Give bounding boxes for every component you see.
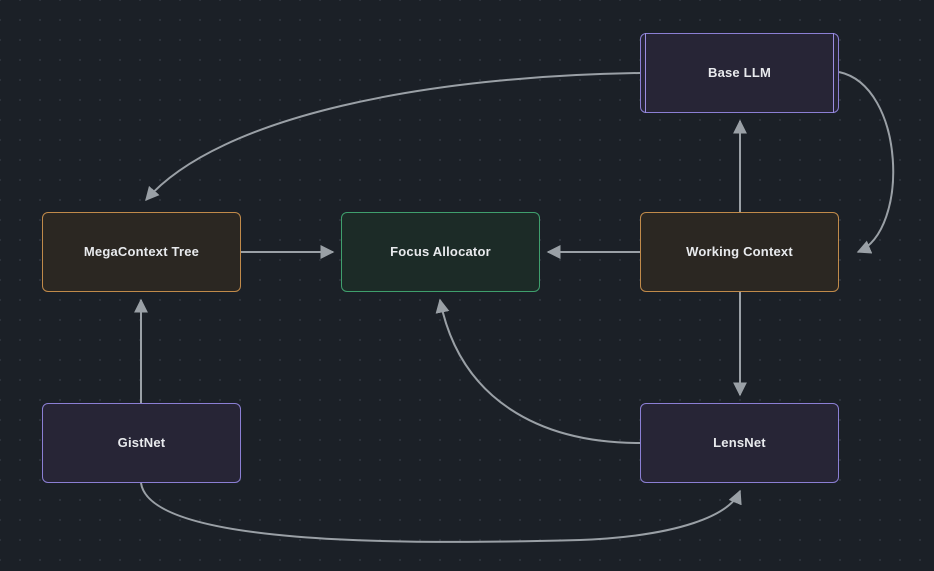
node-label: LensNet: [713, 435, 766, 451]
node-base-llm[interactable]: Base LLM: [640, 33, 839, 113]
node-label: Focus Allocator: [390, 244, 491, 260]
node-gistnet[interactable]: GistNet: [42, 403, 241, 483]
node-focus-allocator[interactable]: Focus Allocator: [341, 212, 540, 292]
edge-gistnet-to-lensnet: [140, 482, 742, 543]
node-label: GistNet: [117, 435, 166, 451]
node-label: Base LLM: [707, 65, 771, 81]
node-lensnet[interactable]: LensNet: [640, 403, 839, 483]
edge-lensnet-to-focus: [435, 298, 641, 444]
edge-base-llm-to-megacontext: [145, 72, 641, 202]
node-label: Working Context: [686, 244, 793, 260]
edge-base-llm-to-working: [838, 71, 895, 254]
node-working-context[interactable]: Working Context: [640, 212, 839, 292]
node-megacontext-tree[interactable]: MegaContext Tree: [42, 212, 241, 292]
node-label: MegaContext Tree: [83, 244, 200, 260]
